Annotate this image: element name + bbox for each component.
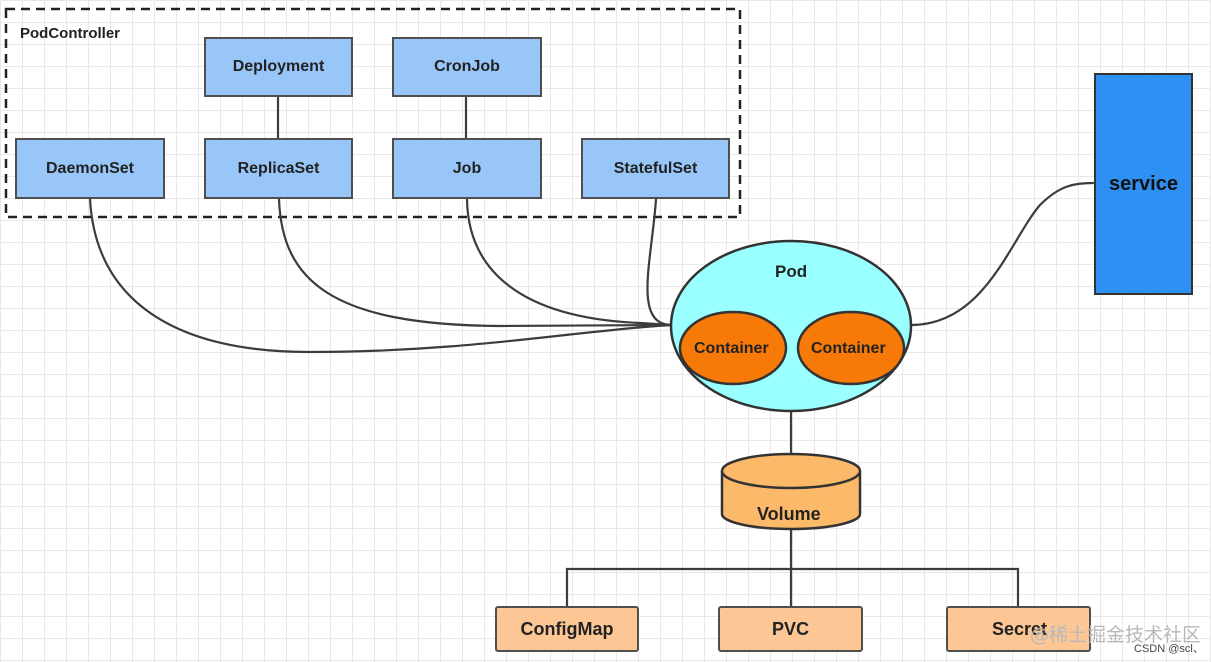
volume-storage-branch	[565, 567, 1020, 608]
service-box: service	[1094, 73, 1193, 295]
juejin-watermark: @稀土掘金技术社区	[1030, 624, 1202, 646]
pod-service-connector	[909, 181, 1095, 327]
podcontroller-group-border	[4, 7, 742, 219]
secret-box: Secret	[946, 606, 1091, 652]
replicaset-pod-connector	[277, 197, 674, 328]
configmap-box: ConfigMap	[495, 606, 639, 652]
volume-label: Volume	[757, 504, 821, 524]
podcontroller-title: PodController	[20, 25, 120, 42]
container-left-ellipse	[678, 310, 788, 386]
job-box: Job	[392, 138, 542, 199]
deployment-box: Deployment	[204, 37, 353, 97]
cronjob-box: CronJob	[392, 37, 542, 97]
volume-cylinder-top	[720, 452, 862, 490]
pod-label: Pod	[775, 262, 808, 281]
daemonset-box: DaemonSet	[15, 138, 165, 199]
container-left-label: Container	[694, 340, 769, 357]
replicaset-box: ReplicaSet	[204, 138, 353, 199]
job-pod-connector	[465, 197, 674, 327]
container-right-ellipse	[796, 310, 906, 386]
pvc-box: PVC	[718, 606, 863, 652]
statefulset-box: StatefulSet	[581, 138, 730, 199]
statefulset-pod-connector	[646, 197, 674, 327]
csdn-watermark: CSDN @scl、	[1134, 643, 1204, 655]
container-right-label: Container	[811, 340, 886, 357]
daemonset-pod-connector	[88, 197, 674, 354]
